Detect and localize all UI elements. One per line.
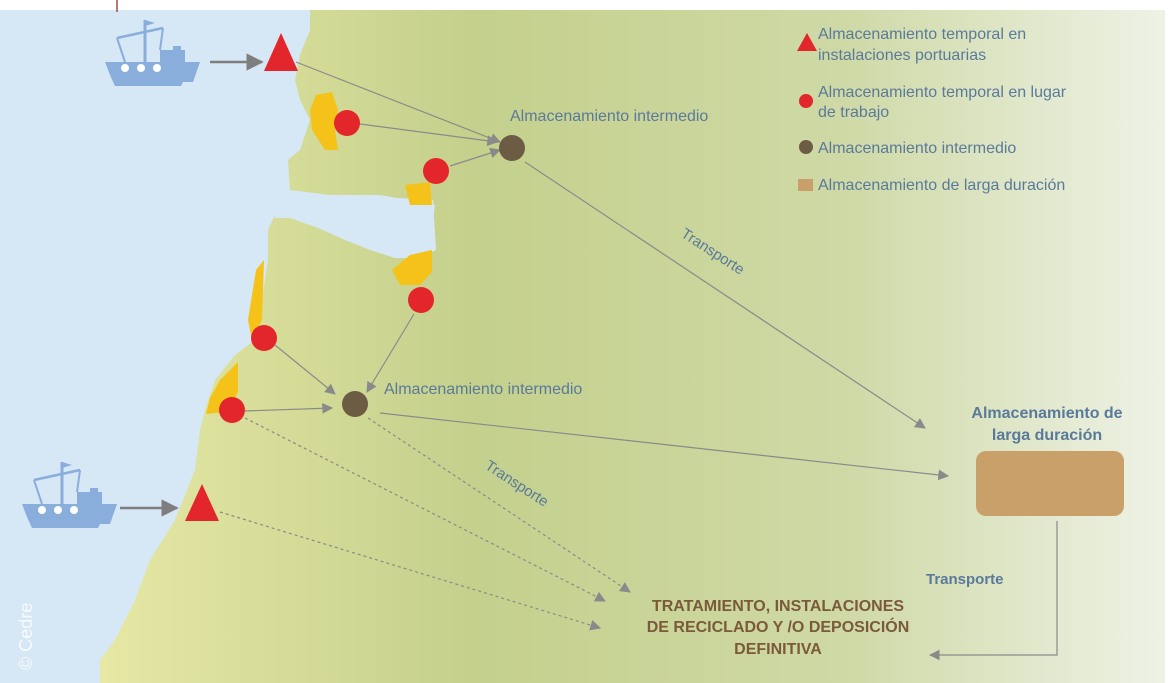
legend-work-2: de trabajo xyxy=(818,104,889,121)
oil-patch xyxy=(248,260,264,340)
legend-long-term: Almacenamiento de larga duración xyxy=(818,177,1065,194)
long-term-label-1: Almacenamiento de xyxy=(971,405,1122,422)
estuary xyxy=(275,194,436,258)
legend-box-icon xyxy=(798,179,813,191)
intermediate-top-label: Almacenamiento intermedio xyxy=(510,108,708,125)
legend: Almacenamiento temporal en instalaciones… xyxy=(797,26,1067,194)
legend-triangle-icon xyxy=(797,33,817,51)
work-storage-marker xyxy=(219,397,245,423)
final-destination-line-2: DE RECICLADO Y /O DEPOSICIÓN xyxy=(647,617,910,636)
legend-port-2: instalaciones portuarias xyxy=(818,47,986,64)
final-destination-line-3: DEFINITIVA xyxy=(734,641,822,658)
work-storage-marker xyxy=(408,287,434,313)
legend-port-1: Almacenamiento temporal en xyxy=(818,26,1026,43)
work-storage-marker xyxy=(423,158,449,184)
transport-label-right: Transporte xyxy=(926,571,1004,588)
final-destination-line-1: TRATAMIENTO, INSTALACIONES xyxy=(652,598,904,615)
work-storage-marker xyxy=(251,325,277,351)
intermediate-storage-marker xyxy=(342,391,368,417)
oil-patch xyxy=(392,250,432,285)
port-storage-marker xyxy=(264,33,298,71)
intermediate-mid-label: Almacenamiento intermedio xyxy=(384,381,582,398)
legend-work-1: Almacenamiento temporal en lugar xyxy=(818,84,1067,101)
legend-red-circle-icon xyxy=(799,94,813,108)
intermediate-storage-marker xyxy=(499,135,525,161)
port-storage-marker xyxy=(185,484,219,521)
flow-arrows xyxy=(244,61,1058,661)
legend-brown-circle-icon xyxy=(799,140,813,154)
legend-intermediate: Almacenamiento intermedio xyxy=(818,140,1016,157)
dashed-arrows xyxy=(219,417,631,631)
boat-icon xyxy=(105,20,200,86)
oil-patch xyxy=(405,182,432,205)
long-term-storage-box xyxy=(976,451,1124,516)
boat-icon xyxy=(22,462,117,528)
work-storage-marker xyxy=(334,110,360,136)
credit-watermark: © Cedre xyxy=(16,603,36,670)
oil-patch xyxy=(310,92,338,150)
long-term-label-2: larga duración xyxy=(992,427,1102,444)
land xyxy=(100,10,1165,683)
